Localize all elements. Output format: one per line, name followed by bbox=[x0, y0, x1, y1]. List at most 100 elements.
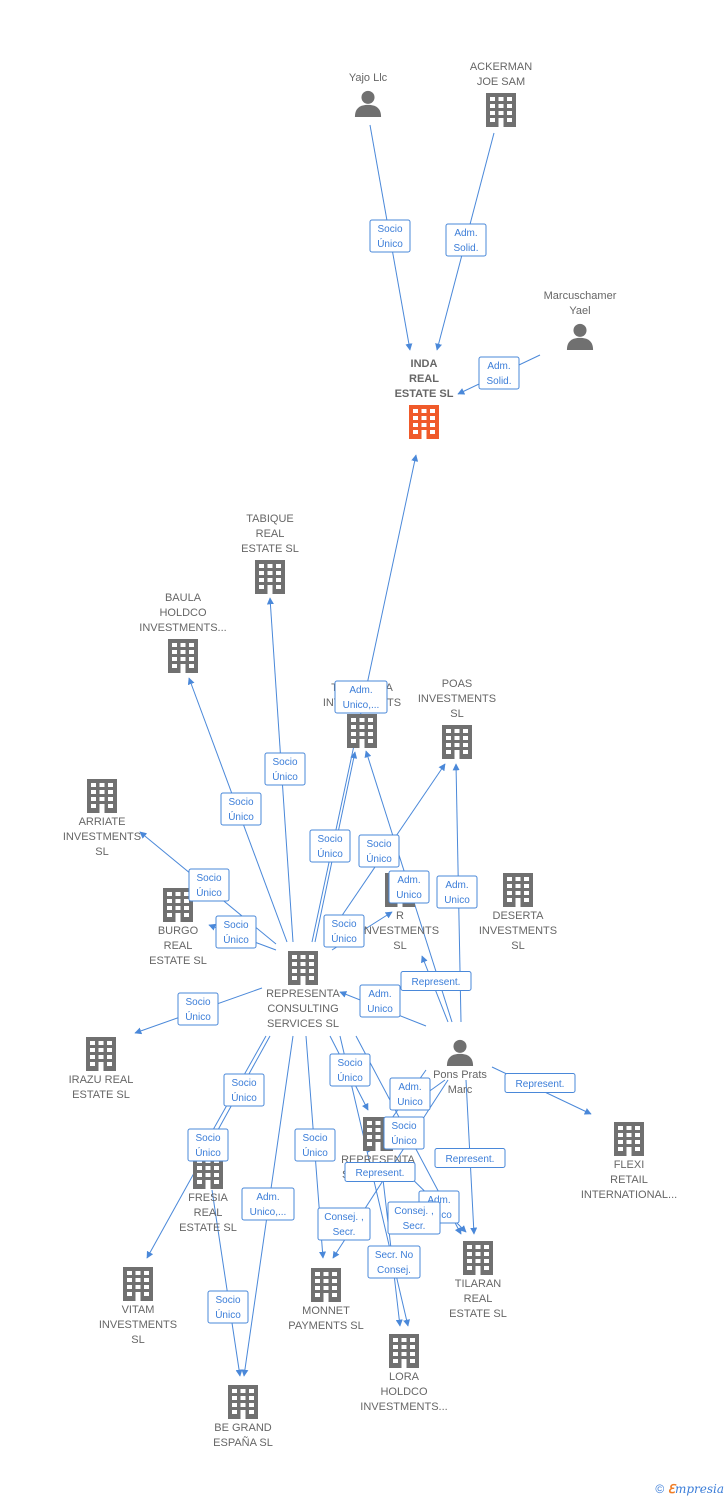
edge-label-pons-rinvest[interactable]: Represent. bbox=[400, 971, 472, 991]
edge-label-box bbox=[294, 1128, 336, 1162]
edge-label-pons-repservices[interactable]: Adm.Unico bbox=[389, 1077, 431, 1111]
edge-label-text: Adm. bbox=[454, 228, 477, 239]
edge-label-box bbox=[436, 875, 478, 909]
node-label-arriate: SL bbox=[95, 846, 108, 858]
node-label-irazu: IRAZU REAL bbox=[69, 1074, 134, 1086]
person-icon[interactable] bbox=[446, 1039, 474, 1066]
node-label-vitam: INVESTMENTS bbox=[99, 1319, 177, 1331]
edge-label-ackerman-inda[interactable]: Adm.Solid. bbox=[445, 223, 487, 257]
building-icon[interactable] bbox=[168, 639, 198, 673]
building-icon[interactable] bbox=[503, 873, 533, 907]
edge-label-pons-poas[interactable]: Adm.Unico bbox=[436, 875, 478, 909]
brand-name: mpresia bbox=[674, 1482, 724, 1496]
building-icon[interactable] bbox=[311, 1268, 341, 1302]
building-icon[interactable] bbox=[614, 1122, 644, 1156]
building-icon[interactable] bbox=[442, 725, 472, 759]
edge-label-marcus-inda[interactable]: Adm.Solid. bbox=[478, 356, 520, 390]
edge-label-box bbox=[309, 829, 351, 863]
edge-label-text: Único bbox=[196, 886, 222, 899]
edge-label-text: Consej. , bbox=[324, 1212, 363, 1223]
node-label-rinvest: SL bbox=[393, 940, 406, 952]
node-label-irazu: ESTATE SL bbox=[72, 1089, 130, 1101]
person-icon[interactable] bbox=[566, 323, 594, 350]
edge-label-text: Represent. bbox=[356, 1168, 405, 1179]
edge-label-box bbox=[223, 1073, 265, 1107]
edge-label-pons-representa[interactable]: Adm.Unico bbox=[359, 984, 401, 1018]
building-icon[interactable] bbox=[347, 714, 377, 748]
node-yajo[interactable]: Yajo Llc bbox=[349, 72, 388, 117]
empresia-logo[interactable]: © ℇmpresia bbox=[655, 1482, 724, 1496]
edge-label-text: Único bbox=[366, 852, 392, 865]
building-icon[interactable] bbox=[409, 405, 439, 439]
building-icon[interactable] bbox=[87, 779, 117, 813]
building-icon[interactable] bbox=[86, 1037, 116, 1071]
edge-label-pons-turrialba[interactable]: Adm.Unico bbox=[388, 870, 430, 904]
node-label-monnet: PAYMENTS SL bbox=[288, 1320, 363, 1332]
edge-label-representa-inda[interactable]: Adm.Unico,... bbox=[334, 680, 388, 714]
person-icon[interactable] bbox=[354, 90, 382, 117]
node-label-vitam: VITAM bbox=[122, 1304, 155, 1316]
edge-label-pons-tilaran[interactable]: Represent. bbox=[434, 1148, 506, 1168]
node-label-pons: Marc bbox=[448, 1084, 473, 1096]
building-icon[interactable] bbox=[486, 93, 516, 127]
edge-label-text: Socio bbox=[366, 839, 391, 850]
edge-label-text: Unico bbox=[397, 1097, 423, 1108]
building-icon[interactable] bbox=[123, 1267, 153, 1301]
node-irazu[interactable]: IRAZU REAL ESTATE SL bbox=[69, 1037, 134, 1101]
edge-label-pons-monnet[interactable]: Represent. bbox=[344, 1162, 416, 1182]
edge-label-text: Unico bbox=[396, 890, 422, 901]
edge-label-text: Solid. bbox=[486, 376, 511, 387]
edge-label-pons-lora[interactable]: Consej. ,Secr. bbox=[317, 1207, 371, 1241]
edge-label-pons-flexi[interactable]: Represent. bbox=[504, 1073, 576, 1093]
node-label-arriate: INVESTMENTS bbox=[63, 831, 141, 843]
edge-label-representa-tilaran[interactable]: Consej. ,Secr. bbox=[387, 1201, 441, 1235]
node-label-fresia: FRESIA bbox=[188, 1192, 228, 1204]
edge-label-box bbox=[478, 356, 520, 390]
building-icon[interactable] bbox=[228, 1385, 258, 1419]
building-icon[interactable] bbox=[389, 1334, 419, 1368]
node-label-tabique: TABIQUE bbox=[246, 513, 293, 525]
building-icon[interactable] bbox=[288, 951, 318, 985]
edge-label-text: Único bbox=[185, 1010, 211, 1023]
edge-label-representa-begrand[interactable]: Adm.Unico,... bbox=[241, 1187, 295, 1221]
node-baula[interactable]: BAULAHOLDCOINVESTMENTS... bbox=[139, 592, 227, 673]
edge-label-box bbox=[358, 834, 400, 868]
node-flexi[interactable]: FLEXIRETAILINTERNATIONAL... bbox=[581, 1122, 677, 1201]
building-icon[interactable] bbox=[463, 1241, 493, 1275]
building-icon[interactable] bbox=[255, 560, 285, 594]
node-lora[interactable]: LORAHOLDCOINVESTMENTS... bbox=[360, 1334, 448, 1413]
